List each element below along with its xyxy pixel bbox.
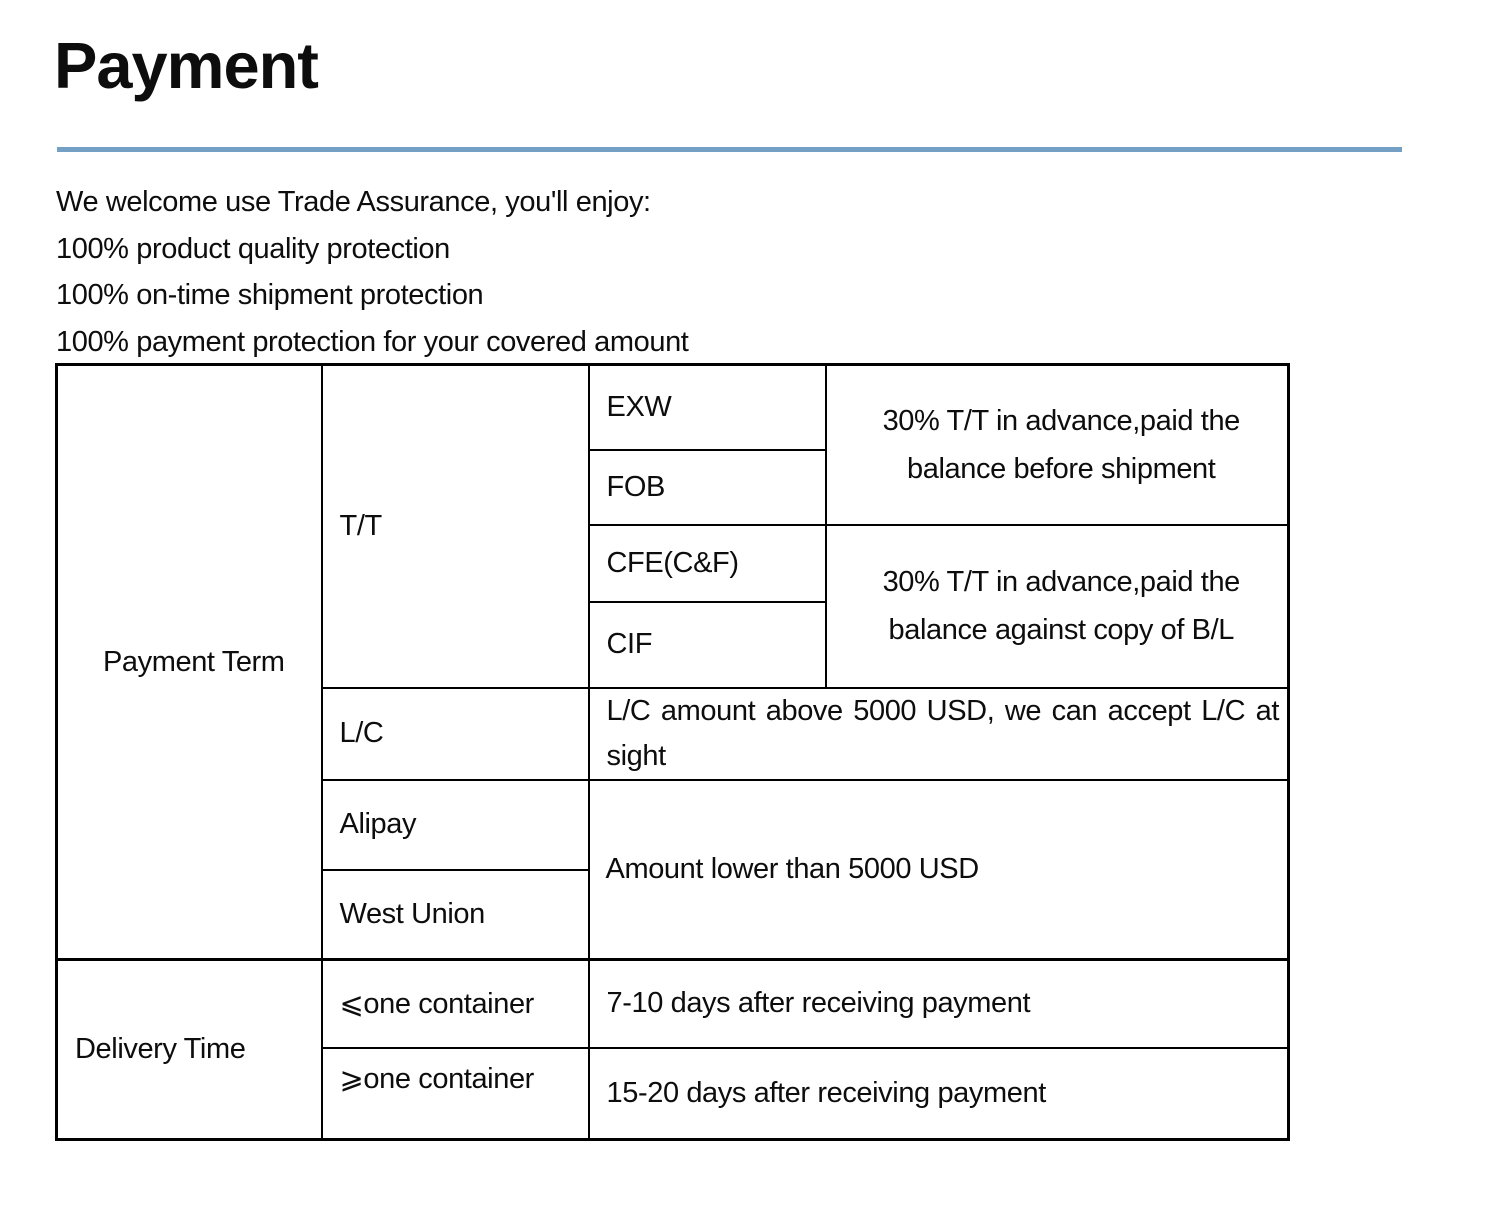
trade-assurance-intro: We welcome use Trade Assurance, you'll e… (56, 179, 689, 365)
incoterm-exw-cell: EXW (587, 363, 827, 451)
lc-method-cell: L/C (320, 686, 590, 781)
table-row: Payment Term T/T EXW 30% T/T in advance,… (55, 363, 1290, 961)
title-divider-line (57, 147, 1402, 152)
table-row: L/C L/C amount above 5000 USD, we can ac… (57, 686, 1290, 781)
table-row: FOB (57, 448, 1289, 526)
intro-line: We welcome use Trade Assurance, you'll e… (56, 186, 651, 218)
payment-terms-table: Payment Term T/T EXW 30% T/T in advance,… (55, 363, 1290, 1141)
intro-line: 100% on-time shipment protection (56, 279, 484, 311)
tt-method-cell: T/T (320, 363, 590, 689)
tt-terms-copy-bl-cell: 30% T/T in advance,paid the balance agai… (824, 523, 1290, 689)
page-title: Payment (54, 29, 319, 102)
ge-delivery-time-cell: 15-20 days after receiving payment (587, 1046, 1290, 1141)
small-amount-terms-cell: Amount lower than 5000 USD (587, 778, 1290, 961)
terms-line: sight (606, 739, 667, 772)
intro-line: 100% payment protection for your covered… (56, 325, 689, 358)
terms-line: 30% T/T in advance,paid the (882, 404, 1241, 437)
alipay-method-cell: Alipay (320, 778, 590, 871)
terms-line: balance against copy of B/L (888, 614, 1235, 646)
tt-terms-before-shipment-cell: 30% T/T in advance,paid the balance befo… (824, 363, 1290, 526)
table-row: Alipay Amount lower than 5000 USD (57, 778, 1290, 961)
le-delivery-time-cell: 7-10 days after receiving payment (587, 958, 1290, 1049)
delivery-time-header-cell: Delivery Time (55, 958, 323, 1141)
incoterm-cif-cell: CIF (587, 600, 827, 689)
table-row: West Union (57, 868, 1289, 961)
intro-line: 100% product quality protection (56, 232, 450, 265)
table-row: Delivery Time ⩽one container 7-10 days a… (55, 958, 1290, 1141)
payment-term-header-cell: Payment Term (55, 363, 323, 961)
ge-container-label: ⩾one container (339, 1062, 535, 1095)
table-row: CIF (57, 600, 1289, 689)
terms-line: balance before shipment (907, 452, 1216, 485)
incoterm-fob-cell: FOB (587, 448, 827, 526)
west-union-method-cell: West Union (320, 868, 590, 961)
terms-line: L/C amount above 5000 USD, we can accept… (606, 694, 1280, 727)
table-row: CFE(C&F) 30% T/T in advance,paid the bal… (57, 523, 1290, 689)
lc-terms-cell: L/C amount above 5000 USD, we can accept… (587, 686, 1290, 781)
table-row: ⩾one container 15-20 days after receivin… (57, 1046, 1290, 1141)
ge-container-cell: ⩾one container (320, 1046, 590, 1141)
terms-line: 30% T/T in advance,paid the (882, 566, 1241, 598)
le-container-cell: ⩽one container (320, 958, 590, 1049)
incoterm-cfe-cell: CFE(C&F) (587, 523, 827, 603)
